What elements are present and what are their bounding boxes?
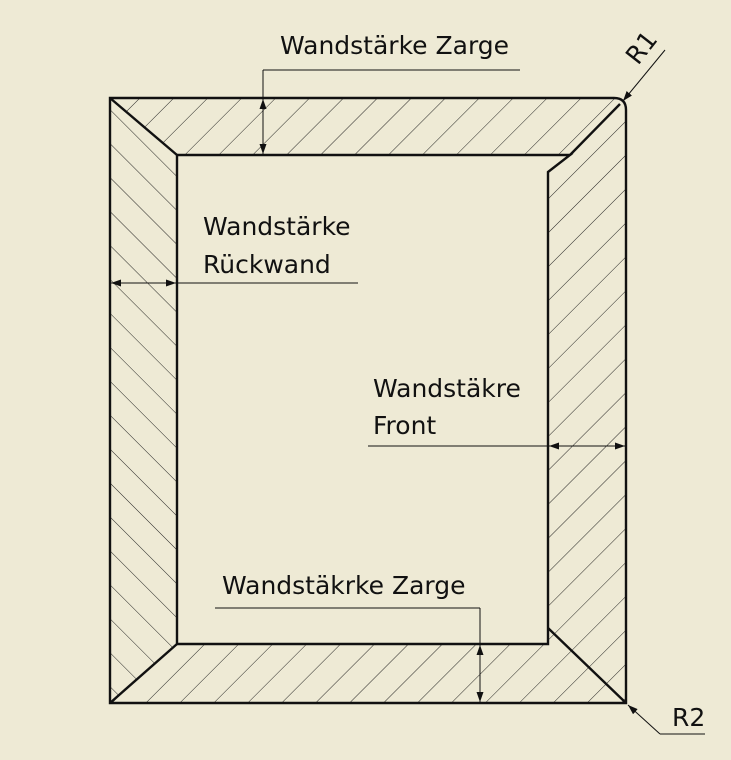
miter-bottom-right xyxy=(547,627,627,704)
label-front-line2: Front xyxy=(373,411,436,440)
label-zarge-bottom: Wandstäkrke Zarge xyxy=(222,571,466,600)
outer-outline xyxy=(108,96,628,705)
zarge-top-section xyxy=(110,98,626,155)
label-rueckwand-line2: Rückwand xyxy=(203,250,331,279)
miter-top-right xyxy=(569,103,621,156)
zarge-bottom-section xyxy=(110,644,626,703)
miter-top-left xyxy=(109,97,178,156)
label-front-line1: Wandstäkre xyxy=(373,374,521,403)
miter-bottom-left xyxy=(109,643,178,704)
label-r2: R2 xyxy=(672,703,705,732)
r2-leader-diagonal xyxy=(627,704,661,735)
label-zarge-top: Wandstärke Zarge xyxy=(280,31,509,60)
rueckwand-section xyxy=(110,98,177,703)
label-r1: R1 xyxy=(620,26,663,70)
label-rueckwand-line1: Wandstärke xyxy=(203,212,351,241)
r1-leader xyxy=(622,49,666,102)
front-section xyxy=(548,110,626,703)
